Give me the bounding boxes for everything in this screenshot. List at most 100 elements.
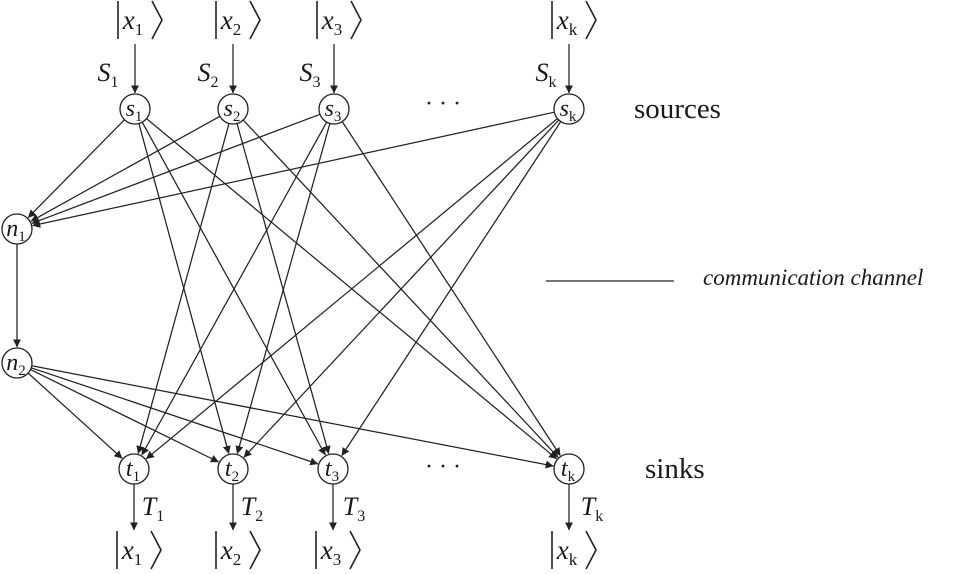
edge-n2-t2: [30, 369, 219, 463]
sink-label-t1-sub: 1: [133, 469, 141, 485]
sink-ket-tk-text: xk: [556, 535, 578, 569]
source-label-s2-base: s: [224, 96, 233, 122]
source-node-s2: s2: [217, 93, 249, 125]
input-label-s2: S2: [198, 58, 219, 91]
output-label-t1: T1: [142, 492, 164, 525]
output-label-t3: T3: [343, 492, 365, 525]
edges-layer: [13, 111, 562, 469]
sinks-label: sinks: [645, 453, 705, 485]
source-ket-s2-text-base: x: [220, 5, 233, 35]
ellipsis-sinks: · · ·: [425, 454, 461, 480]
edge-s2-t1: [136, 123, 230, 454]
input-label-sk-sub: k: [549, 74, 557, 91]
output-label-t3-base: T: [343, 492, 359, 521]
sink-ket-t3-text-base: x: [320, 535, 333, 565]
input-label-s3-sub: 3: [313, 74, 321, 91]
relay-label-n2-base: n: [6, 350, 18, 376]
relay-label-n2-sub: 2: [18, 363, 26, 379]
edge-s3-t1: [141, 121, 328, 456]
source-ket-s1-angle: [151, 0, 163, 40]
source-node-s3: s3: [318, 93, 350, 125]
sink-circle-t3: [317, 453, 349, 485]
sink-ket-t2-angle: [249, 530, 261, 570]
source-circle-s2: [217, 93, 249, 125]
source-ket-s2-text: x2: [220, 5, 241, 39]
sink-label-t3: t3: [325, 456, 339, 485]
sink-node-t1: t1: [118, 453, 150, 485]
relay-circle-n2: [1, 347, 33, 379]
sink-ket-t3-text-sub: 3: [333, 550, 342, 569]
labels-layer: · · · · · · sources sinks communication …: [425, 91, 923, 485]
edge-s2-t3: [236, 123, 331, 454]
source-label-sk-sub: k: [569, 109, 577, 125]
sink-circle-t1: [118, 453, 150, 485]
sink-ket-t1-text-base: x: [121, 535, 134, 565]
edge-n2-tk: [31, 365, 554, 469]
edge-n2-t3: [31, 367, 319, 466]
relay-label-n2: n2: [6, 350, 26, 379]
relay-node-n2: n2: [1, 347, 33, 379]
input-label-s2-sub: 2: [211, 74, 219, 91]
sources-label: sources: [634, 93, 721, 125]
source-label-s1-base: s: [126, 96, 135, 122]
source-ket-sk-text: xk: [556, 5, 578, 39]
source-ket-sk: xk: [551, 0, 597, 40]
sink-label-t2-sub: 2: [232, 469, 240, 485]
sink-label-t1: t1: [126, 456, 140, 485]
source-ket-s3-angle: [350, 0, 362, 40]
edge-s3-n1: [31, 113, 321, 225]
sink-ket-tk-angle: [585, 530, 597, 570]
source-ket-s1-text-base: x: [122, 5, 135, 35]
input-label-sk: Sk: [536, 58, 557, 91]
source-ket-s1: x1: [117, 0, 163, 40]
relay-label-n1: n1: [6, 216, 26, 245]
sink-label-t2: t2: [225, 456, 239, 485]
source-ket-s3-text-sub: 3: [334, 20, 343, 39]
input-label-s3: S3: [300, 58, 321, 91]
sink-ket-t1-text-sub: 1: [134, 550, 143, 569]
output-label-tk-sub: k: [595, 508, 603, 525]
source-label-s3: s3: [325, 96, 342, 125]
source-ket-s3: x3: [316, 0, 362, 40]
sink-label-t2-base: t: [225, 456, 233, 482]
sink-circle-tk: [553, 453, 585, 485]
source-circle-s3: [318, 93, 350, 125]
source-ket-sk-text-sub: k: [569, 20, 578, 39]
edge-sk-t1: [145, 118, 558, 460]
sink-label-t3-sub: 3: [332, 469, 340, 485]
source-label-s2: s2: [224, 96, 241, 125]
source-ket-sk-angle: [585, 0, 597, 40]
sink-ket-t2-text-sub: 2: [233, 550, 242, 569]
source-label-s3-sub: 3: [334, 109, 342, 125]
source-ket-s3-text: x3: [321, 5, 342, 39]
source-ket-s2-angle: [249, 0, 261, 40]
sink-node-tk: tk: [553, 453, 585, 485]
source-node-s1: s1: [119, 93, 151, 125]
edge-s1-n1: [27, 119, 125, 219]
output-label-t3-sub: 3: [357, 508, 365, 525]
output-label-tk: Tk: [581, 492, 603, 525]
output-label-t2-sub: 2: [255, 508, 263, 525]
relay-node-n1: n1: [1, 213, 33, 245]
edge-s2-n1: [30, 115, 221, 222]
relay-label-n1-base: n: [6, 216, 18, 242]
sink-ket-t1-text: x1: [121, 535, 142, 569]
output-label-t2-base: T: [241, 492, 257, 521]
sink-ket-t3: x3: [315, 530, 361, 570]
sink-label-tk-sub: k: [568, 469, 576, 485]
sink-ket-t1-angle: [150, 530, 162, 570]
source-node-sk: sk: [553, 93, 585, 125]
input-label-s1-sub: 1: [111, 74, 119, 91]
source-label-s1-sub: 1: [135, 109, 143, 125]
source-label-sk-base: s: [560, 96, 569, 122]
sink-label-tk: tk: [561, 456, 576, 485]
sink-label-t1-base: t: [126, 456, 134, 482]
source-ket-s1-text-sub: 1: [135, 20, 144, 39]
sink-ket-tk-text-sub: k: [569, 550, 578, 569]
source-ket-s3-text-base: x: [321, 5, 334, 35]
relay-circle-n1: [1, 213, 33, 245]
sink-node-t2: t2: [217, 453, 249, 485]
edge-sk-t2: [243, 119, 560, 458]
